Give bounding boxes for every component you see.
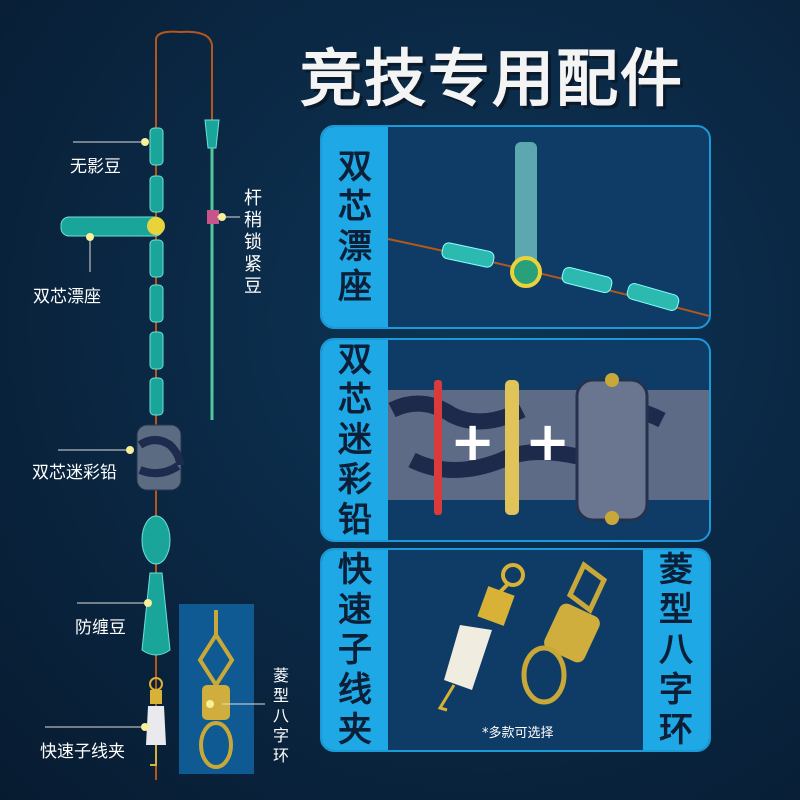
label-swivel: 菱型八字环 [272, 666, 289, 765]
label-float-seat: 双芯漂座 [33, 287, 101, 307]
panel-camo-lead: 双芯迷彩铅 + + [320, 338, 711, 542]
camo-lead-image [388, 373, 709, 525]
label-wuyingdou: 无影豆 [70, 157, 121, 177]
label-anti-tangle: 防缠豆 [75, 618, 126, 638]
float-seat-image [387, 142, 709, 317]
panel-clip-swivel: 快速子线夹 菱型八字环 [320, 548, 711, 752]
caption-quick-clip: 快速子线夹 [338, 550, 372, 750]
plus-sign: + [450, 410, 496, 473]
plus-sign: + [525, 410, 571, 473]
caption-swivel: 菱型八字环 [659, 550, 693, 750]
page-title: 竞技专用配件 [300, 42, 685, 115]
label-rod-bean: 杆稍锁紧豆 [244, 188, 262, 297]
panel-float-seat: 双芯漂座 [320, 125, 711, 329]
caption-float-seat: 双芯漂座 [338, 147, 372, 307]
label-quick-clip: 快速子线夹 [40, 742, 125, 762]
clip-swivel-image [437, 561, 608, 712]
caption-camo-lead: 双芯迷彩铅 [338, 340, 372, 540]
options-note: *多款可选择 [482, 726, 554, 741]
rig-diagram [45, 30, 265, 780]
label-camo-lead: 双芯迷彩铅 [32, 463, 117, 483]
